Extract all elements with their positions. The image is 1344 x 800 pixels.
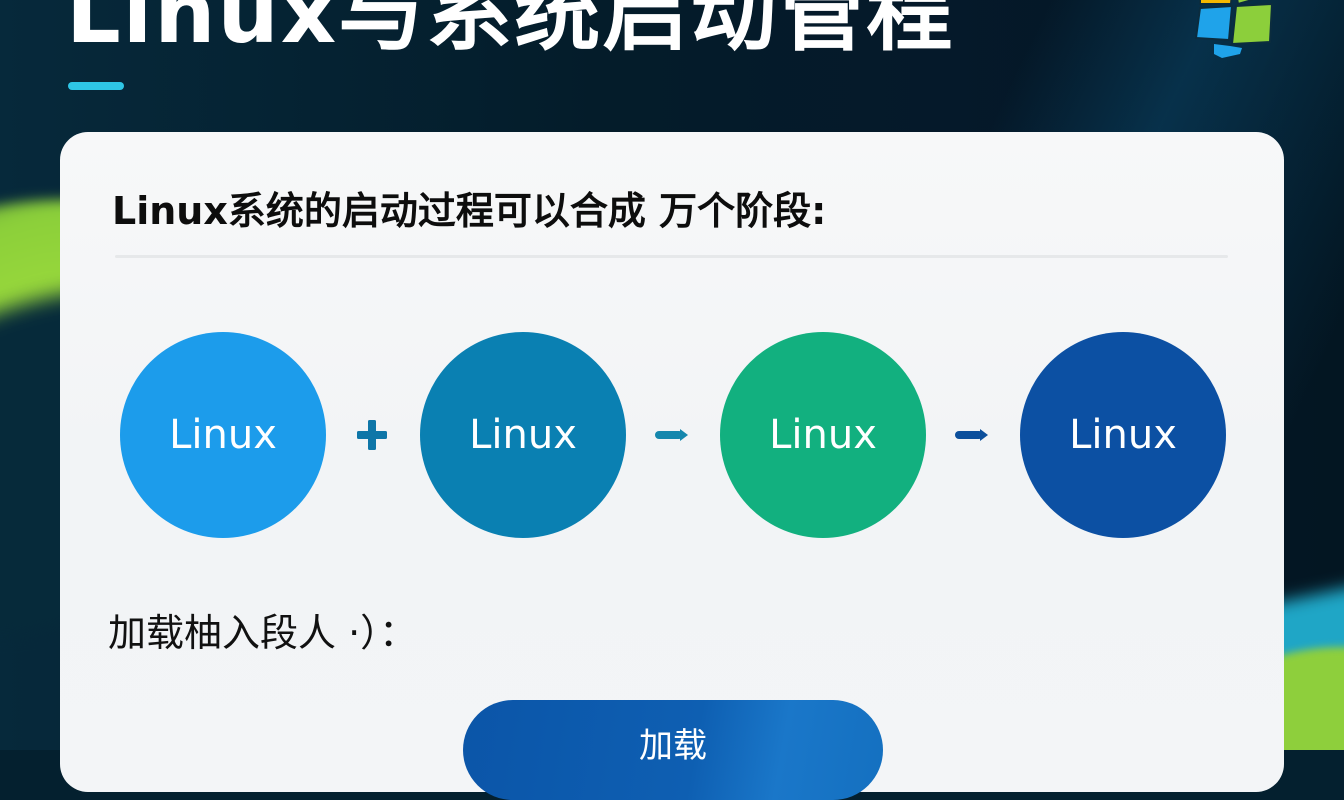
stage-2-label: Linux	[469, 412, 577, 458]
stage-2-circle[interactable]: Linux	[420, 332, 626, 538]
arrow-right-icon	[652, 420, 692, 450]
content-card: Linux系统的启动过程可以合成 万个阶段: Linux Linux Linux	[60, 132, 1284, 800]
load-button[interactable]: 加载	[463, 700, 883, 800]
arrow-right-icon	[952, 420, 992, 450]
boot-stages-flow: Linux Linux Linux Li	[120, 332, 1230, 538]
stage-4-label: Linux	[1069, 412, 1177, 458]
title-underline-accent	[68, 82, 124, 90]
stage-4-circle[interactable]: Linux	[1020, 332, 1226, 538]
card-heading: Linux系统的启动过程可以合成 万个阶段:	[112, 189, 827, 233]
stage-1-circle[interactable]: Linux	[120, 332, 326, 538]
plus-icon	[352, 420, 392, 450]
stage-3-label: Linux	[769, 412, 877, 458]
divider	[115, 255, 1228, 258]
stage-3-circle[interactable]: Linux	[720, 332, 926, 538]
section-label: 加载柚入段人 ·）：	[108, 611, 418, 655]
page-title: Linux与系统启动管程	[66, 0, 955, 63]
windows-logo-icon	[1192, 0, 1282, 72]
stage-1-label: Linux	[169, 412, 277, 458]
